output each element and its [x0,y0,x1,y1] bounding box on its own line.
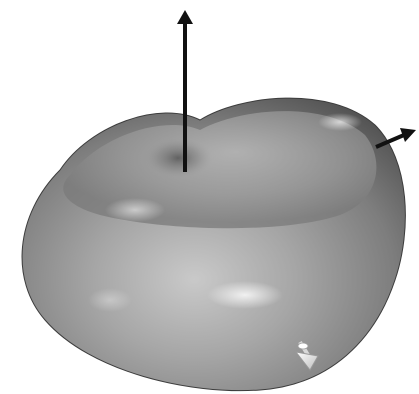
highlight-rim [88,288,132,312]
highlight-left [105,198,165,222]
right-arrow-icon [375,128,416,149]
surface-dimple [144,138,212,178]
highlight-top [318,113,362,131]
up-arrow-icon [177,10,193,172]
down-arrow-icon [294,340,319,371]
highlight-center [207,281,283,309]
